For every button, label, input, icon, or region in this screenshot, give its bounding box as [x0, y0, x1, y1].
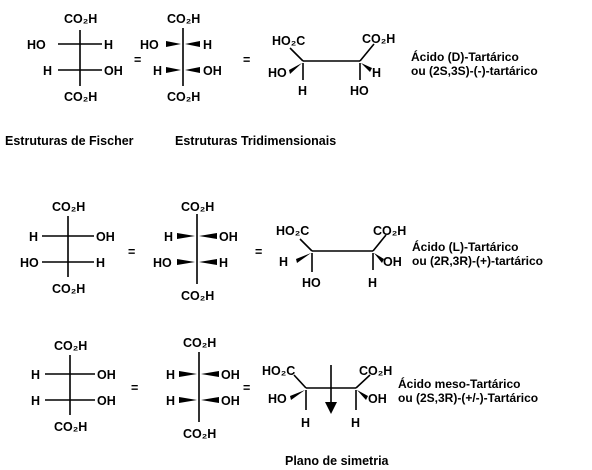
meso-sawhorse-structure: HO₂C CO₂H HO OH H H [262, 364, 392, 430]
l-wedge-top-co2h: CO₂H [181, 200, 214, 214]
meso-c2-h: H [31, 368, 40, 382]
caption-tridimensional: Estruturas Tridimensionais [175, 134, 336, 148]
l-saw-h-bottom: H [368, 276, 377, 290]
d-wedge-h: H [203, 38, 212, 52]
d-wedge-projection: CO₂H HO H H OH CO₂H [140, 12, 222, 104]
meso-wedge-oh: OH [221, 368, 240, 382]
d-bottom-co2h: CO₂H [64, 90, 97, 104]
meso-wedge-h2: H [166, 394, 175, 408]
l-saw-ho2c: HO₂C [276, 224, 309, 238]
symmetry-plane-arrow-head [325, 402, 337, 414]
meso-wedge-bottom-co2h: CO₂H [183, 427, 216, 441]
d-c2-ho: HO [27, 38, 46, 52]
d-saw-h-bottom: H [298, 84, 307, 98]
l-bottom-co2h: CO₂H [52, 282, 85, 296]
l-wedge-oh: OH [219, 230, 238, 244]
d-saw-ho-bottom: HO [350, 84, 369, 98]
meso-saw-ho: HO [268, 392, 287, 406]
meso-bottom-co2h: CO₂H [54, 420, 87, 434]
l-name-line1: Ácido (L)-Tartárico [412, 239, 518, 254]
meso-saw-oh: OH [368, 392, 387, 406]
l-fischer-projection: CO₂H H OH HO H CO₂H [20, 200, 115, 296]
meso-wedge-top-co2h: CO₂H [183, 336, 216, 350]
d-wedge-h2: H [153, 64, 162, 78]
meso-c3-oh: OH [97, 394, 116, 408]
meso-equals-1: = [131, 381, 138, 395]
d-c2-h: H [104, 38, 113, 52]
caption-symmetry-plane: Plano de simetria [285, 454, 390, 468]
d-c3-h: H [43, 64, 52, 78]
l-sawhorse-structure: HO₂C CO₂H H OH HO H [276, 224, 406, 290]
l-equals-2: = [255, 245, 262, 259]
meso-name-line1: Ácido meso-Tartárico [398, 376, 520, 391]
meso-c2-oh: OH [97, 368, 116, 382]
d-wedge-top-co2h: CO₂H [167, 12, 200, 26]
d-wedge-oh: OH [203, 64, 222, 78]
d-saw-ho2c: HO₂C [272, 34, 305, 48]
d-fischer-projection: CO₂H HO H H OH CO₂H [27, 12, 123, 104]
caption-fischer: Estruturas de Fischer [5, 134, 134, 148]
l-wedge-projection: CO₂H H OH HO H CO₂H [153, 200, 238, 303]
l-c2-oh: OH [96, 230, 115, 244]
l-wedge-ho: HO [153, 256, 172, 270]
d-wedge-ho: HO [140, 38, 159, 52]
l-name-line2: ou (2R,3R)-(+)-tartárico [412, 254, 543, 268]
meso-wedge-oh2: OH [221, 394, 240, 408]
l-saw-oh: OH [383, 255, 402, 269]
l-equals-1: = [128, 245, 135, 259]
l-saw-h-left: H [279, 255, 288, 269]
meso-name-line2: ou (2S,3R)-(+/-)-Tartárico [398, 391, 538, 405]
d-sawhorse-structure: HO₂C CO₂H HO H H HO [268, 32, 395, 98]
d-saw-ho: HO [268, 66, 287, 80]
meso-saw-ho2c: HO₂C [262, 364, 295, 378]
l-wedge-bottom-co2h: CO₂H [181, 289, 214, 303]
meso-saw-co2h: CO₂H [359, 364, 392, 378]
meso-top-co2h: CO₂H [54, 339, 87, 353]
d-equals-2: = [243, 53, 250, 67]
d-name-line1: Ácido (D)-Tartárico [411, 49, 519, 64]
l-wedge-h2: H [219, 256, 228, 270]
meso-saw-h-right: H [351, 416, 360, 430]
meso-c3-h: H [31, 394, 40, 408]
d-wedge-bottom-co2h: CO₂H [167, 90, 200, 104]
meso-wedge-projection: CO₂H H OH H OH CO₂H [166, 336, 240, 441]
meso-saw-h-left: H [301, 416, 310, 430]
l-c2-h: H [29, 230, 38, 244]
meso-wedge-h: H [166, 368, 175, 382]
l-wedge-h: H [164, 230, 173, 244]
l-saw-co2h: CO₂H [373, 224, 406, 238]
d-name-line2: ou (2S,3S)-(-)-tartárico [411, 64, 538, 78]
l-top-co2h: CO₂H [52, 200, 85, 214]
l-saw-ho-bottom: HO [302, 276, 321, 290]
l-c3-h: H [96, 256, 105, 270]
d-saw-co2h: CO₂H [362, 32, 395, 46]
meso-equals-2: = [243, 381, 250, 395]
meso-fischer-projection: CO₂H H OH H OH CO₂H [31, 339, 116, 434]
l-c3-ho: HO [20, 256, 39, 270]
d-top-co2h: CO₂H [64, 12, 97, 26]
d-saw-h-right: H [372, 66, 381, 80]
d-equals-1: = [134, 53, 141, 67]
d-c3-oh: OH [104, 64, 123, 78]
